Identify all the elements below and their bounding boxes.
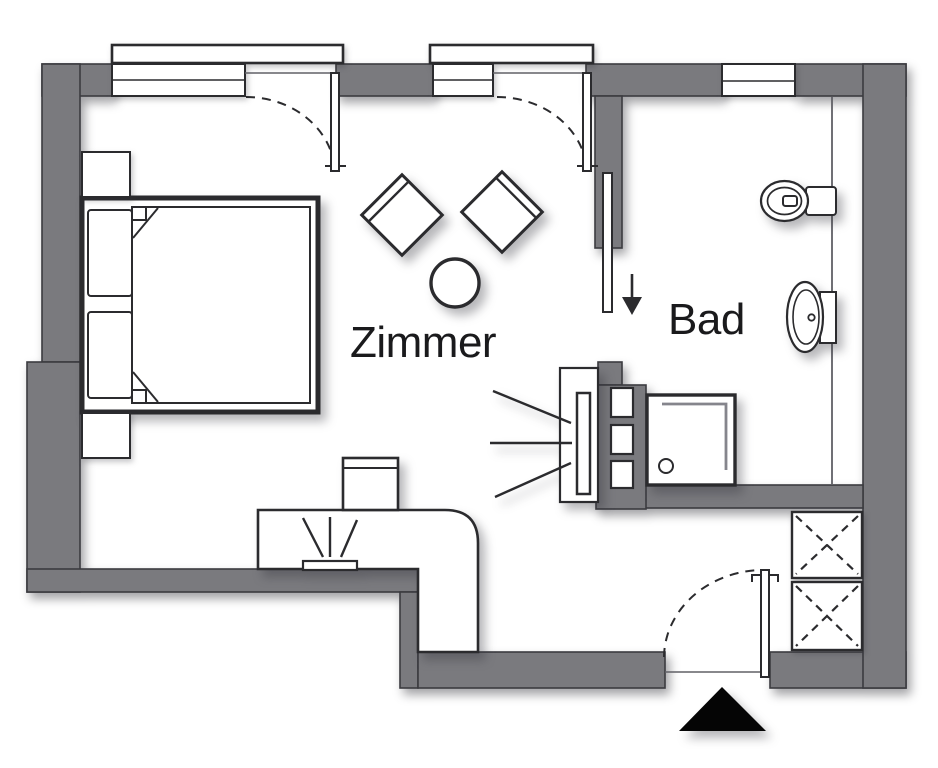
toilet-flush [782, 195, 798, 207]
window-2 [432, 63, 494, 97]
basin-inner [792, 289, 820, 345]
wall-entry-left [417, 651, 666, 689]
shelf-niche [609, 423, 635, 456]
nightstand [81, 151, 131, 198]
shaft-x [795, 515, 859, 575]
tv-rays [490, 389, 572, 499]
wall-partition-stub [597, 361, 623, 386]
nightstands [81, 151, 131, 459]
mattress-fold-top [132, 207, 159, 239]
wall-top-bath-left [585, 63, 723, 97]
bed-mattress [131, 206, 311, 404]
toilet [759, 179, 837, 223]
tv [301, 559, 359, 572]
pillow [87, 209, 133, 297]
wall-left-lower [26, 361, 81, 593]
door-1-swing-arc [245, 95, 336, 172]
door-1-leaf [330, 72, 340, 172]
wall-bottom-main [26, 568, 419, 593]
doors [245, 72, 779, 678]
window-1 [111, 63, 246, 97]
entrance-leaf [760, 569, 770, 678]
tv [575, 391, 592, 496]
wall-top-mid [335, 63, 434, 97]
shelf-niche [609, 386, 635, 419]
double-bed [79, 195, 321, 415]
toilet-cistern [805, 186, 837, 216]
pillow [87, 311, 133, 399]
door-2-swing-arc [496, 95, 588, 172]
wall-step-block [399, 591, 419, 689]
sitting-area [359, 169, 545, 309]
shower [645, 393, 737, 487]
window-bath [721, 63, 796, 97]
shelf-niche [609, 459, 635, 490]
shower-drain [658, 458, 674, 474]
wall-left-upper [41, 63, 81, 363]
mattress-fold-bottom [132, 371, 159, 403]
walls [26, 63, 907, 689]
shaft-x [795, 585, 859, 647]
basin-drain [807, 313, 816, 322]
desk-counter [256, 508, 480, 654]
window-frame-left [110, 43, 345, 65]
lounge-chair [359, 172, 445, 258]
entrance-swing-arc [663, 569, 764, 658]
tv-wall-unit [490, 366, 600, 504]
wardrobe-shaft [790, 510, 864, 652]
door-2-leaf [582, 72, 592, 172]
room-label-bad: Bad [668, 295, 745, 344]
entry-direction-arrow [622, 274, 642, 315]
wall-right [862, 63, 907, 689]
washbasin [785, 280, 837, 354]
windows [110, 43, 796, 97]
desk-chair [341, 456, 400, 512]
room-label-zimmer: Zimmer [350, 318, 496, 367]
shelf-unit-niches [609, 386, 635, 490]
desk-area [256, 456, 480, 654]
entrance-marker [679, 687, 766, 731]
shower-glass [662, 402, 728, 470]
nightstand [81, 412, 131, 459]
sliding-door-leaf [602, 172, 613, 313]
lounge-chair [459, 169, 545, 255]
window-frame-right [428, 43, 595, 65]
tv-rays [301, 517, 359, 558]
side-table [429, 257, 481, 309]
